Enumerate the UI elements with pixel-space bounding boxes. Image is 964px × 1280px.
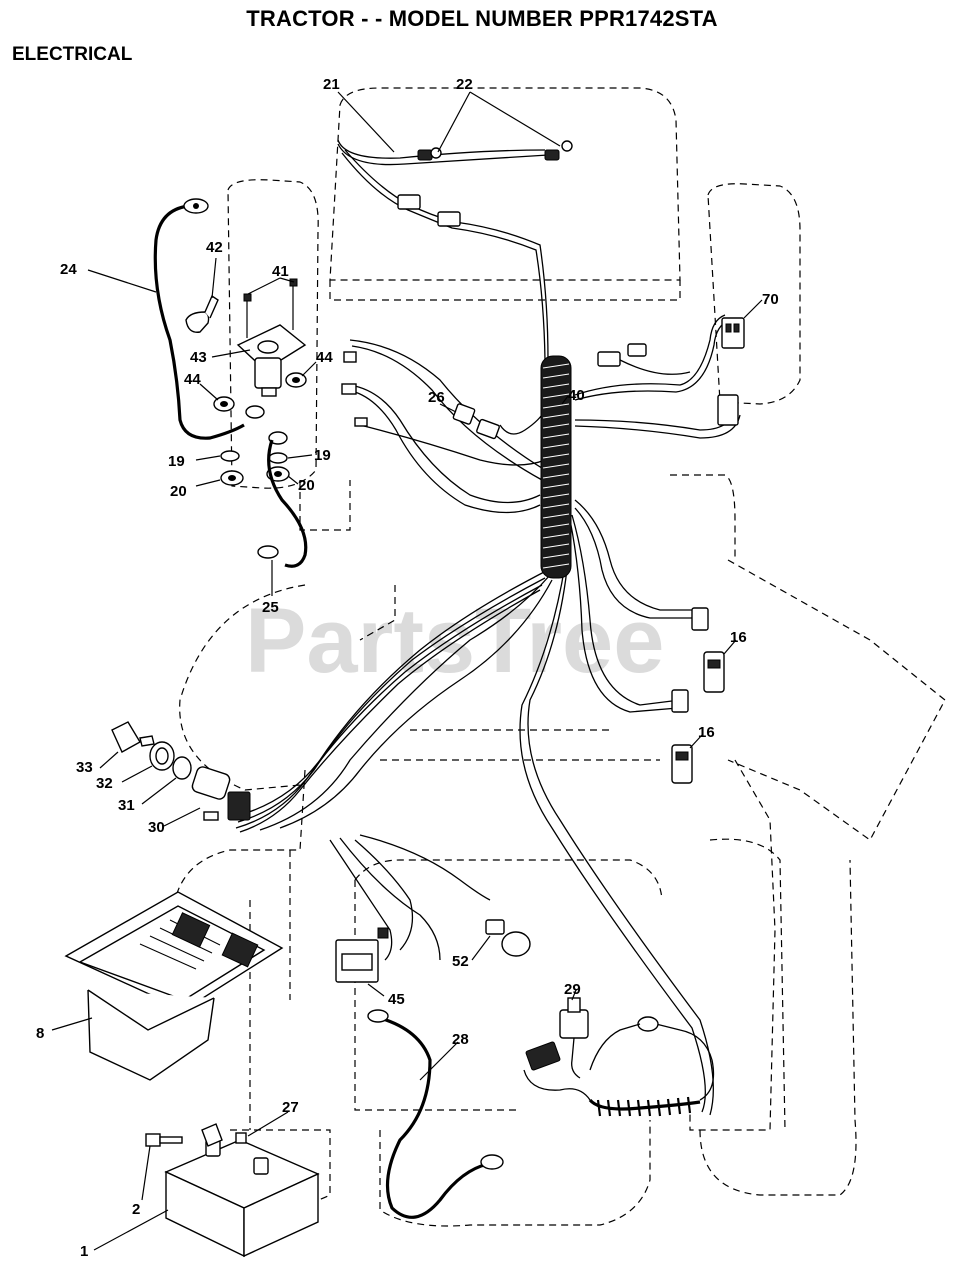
- callout-20-left: 20: [170, 483, 187, 500]
- section-label: ELECTRICAL: [12, 44, 133, 65]
- bulb-socket-right: [544, 140, 573, 161]
- battery-box-8: [64, 891, 284, 1081]
- callout-16-upper: 16: [730, 629, 747, 646]
- callout-41: 41: [272, 263, 289, 280]
- ignition-nut-32: [149, 741, 175, 771]
- starter-solenoid: [236, 278, 307, 397]
- lock-washer-19-right: [268, 452, 288, 464]
- nut-44-left: [213, 396, 235, 412]
- harness-terminal-top-left: [341, 351, 368, 427]
- callout-19-right: 19: [314, 447, 331, 464]
- ring-terminal-28-bottom: [480, 1154, 504, 1170]
- ring-terminal-25: [257, 545, 279, 559]
- coiled-cord: [588, 1016, 715, 1117]
- callout-30: 30: [148, 819, 165, 836]
- callout-1: 1: [80, 1243, 88, 1260]
- callout-19-left: 19: [168, 453, 185, 470]
- switch-16-lower: [671, 689, 693, 784]
- ring-terminal-28-top: [367, 1009, 389, 1023]
- callout-25: 25: [262, 599, 279, 616]
- ignition-washer-31: [172, 756, 192, 780]
- lock-washer-19-left: [220, 450, 240, 462]
- battery-1: [164, 1139, 320, 1258]
- starter-cable-25: [267, 439, 308, 568]
- callout-labels: 21 22 24 42 41 43 44 44 19 19 20 20 25 2…: [36, 76, 779, 1260]
- main-wire-harness: [235, 314, 741, 1116]
- callout-27: 27: [282, 1099, 299, 1116]
- switch-16-upper: [691, 607, 725, 693]
- callout-24: 24: [60, 261, 77, 278]
- callout-28: 28: [452, 1031, 469, 1048]
- ignition-key-33: [111, 721, 155, 753]
- callout-21: 21: [323, 76, 340, 93]
- callout-16-lower: 16: [698, 724, 715, 741]
- callout-26: 26: [428, 389, 445, 406]
- headlight-harness: [337, 139, 573, 361]
- bulb-socket-left: [417, 147, 442, 161]
- module-45: [335, 927, 389, 983]
- nut-20-left: [220, 470, 244, 486]
- battery-bolt-2: [145, 1123, 223, 1147]
- ring-terminal-24: [183, 198, 209, 214]
- ring-terminal-solenoid: [245, 405, 288, 445]
- callout-44-left: 44: [184, 371, 201, 388]
- callout-leaders: [51, 91, 763, 1251]
- callout-43: 43: [190, 349, 207, 366]
- callout-52: 52: [452, 953, 469, 970]
- harness-conduit: [540, 355, 572, 579]
- callout-33: 33: [76, 759, 93, 776]
- battery-nut-27: [235, 1132, 247, 1144]
- page-title: TRACTOR - - MODEL NUMBER PPR1742STA: [246, 6, 718, 31]
- connector-29-plug: [523, 1041, 591, 1101]
- connector-70: [597, 317, 745, 426]
- callout-32: 32: [96, 775, 113, 792]
- callout-20-right: 20: [298, 477, 315, 494]
- solenoid-boot-42: [185, 294, 219, 333]
- callout-44-right: 44: [316, 349, 333, 366]
- callout-45: 45: [388, 991, 405, 1008]
- lamp-52: [485, 919, 531, 957]
- callout-40: 40: [568, 387, 585, 404]
- ignition-switch-30: [191, 766, 251, 821]
- callout-8: 8: [36, 1025, 44, 1042]
- callout-29: 29: [564, 981, 581, 998]
- callout-31: 31: [118, 797, 135, 814]
- callout-2: 2: [132, 1201, 140, 1218]
- switch-29: [559, 997, 589, 1079]
- nut-44-right: [285, 372, 307, 388]
- callout-42: 42: [206, 239, 223, 256]
- ground-cable-28: [379, 1016, 489, 1219]
- connector-26: [452, 403, 500, 440]
- battery-cable-24: [153, 204, 245, 440]
- callout-70: 70: [762, 291, 779, 308]
- callout-22: 22: [456, 76, 473, 93]
